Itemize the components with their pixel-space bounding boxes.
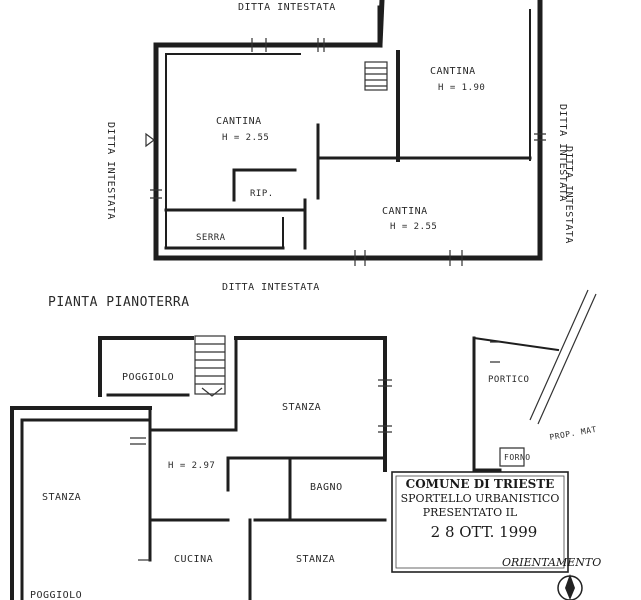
room-label-rip: RIP.: [250, 189, 274, 199]
stamp-date: 2 8 OTT. 1999: [431, 523, 538, 541]
room-label-bagno: BAGNO: [310, 482, 343, 493]
room-label-cantina-right: CANTINA: [430, 66, 476, 77]
stamp-line-2: SPORTELLO URBANISTICO: [401, 492, 560, 505]
stamp-line-1: COMUNE DI TRIESTE: [406, 477, 555, 491]
room-height-cantina-right: H = 1.90: [438, 83, 485, 93]
stamp-line-3: PRESENTATO IL: [423, 506, 518, 519]
ground-floor-title: PIANTA PIANOTERRA: [48, 295, 190, 310]
room-label-cantina-bottom: CANTINA: [382, 206, 428, 217]
room-height-cantina-bottom: H = 2.55: [390, 222, 437, 232]
neighbor-label-top: DITTA INTESTATA: [238, 2, 336, 13]
neighbor-label-right-1: DITTA INTESTATA: [557, 104, 568, 202]
compass-icon: [557, 574, 583, 600]
property-note: PROP. MAT: [549, 425, 598, 442]
room-label-cucina: CUCINA: [174, 554, 213, 565]
neighbor-label-bottom: DITTA INTESTATA: [222, 282, 320, 293]
room-label-poggiolo-top: POGGIOLO: [122, 372, 174, 383]
municipal-stamp: COMUNE DI TRIESTE SPORTELLO URBANISTICO …: [391, 471, 569, 573]
room-label-serra: SERRA: [196, 233, 226, 243]
room-label-stanza-left: STANZA: [42, 492, 81, 503]
ground-floor-plan: [10, 289, 597, 600]
room-height-ground: H = 2.97: [168, 461, 215, 471]
room-label-stanza-bottom: STANZA: [296, 554, 335, 565]
room-label-poggiolo-bottom: POGGIOLO: [30, 590, 82, 600]
orientation-label: ORIENTAMENTO: [502, 556, 601, 569]
neighbor-label-right-2: DITTA INTESTATA: [563, 146, 574, 244]
room-height-cantina-left: H = 2.55: [222, 133, 269, 143]
room-label-portico: PORTICO: [488, 375, 529, 385]
neighbor-label-left: DITTA INTESTATA: [105, 122, 116, 220]
room-label-stanza-top: STANZA: [282, 402, 321, 413]
basement-plan: [145, 0, 546, 266]
room-label-cantina-left: CANTINA: [216, 116, 262, 127]
room-label-forno: FORNO: [504, 453, 531, 462]
